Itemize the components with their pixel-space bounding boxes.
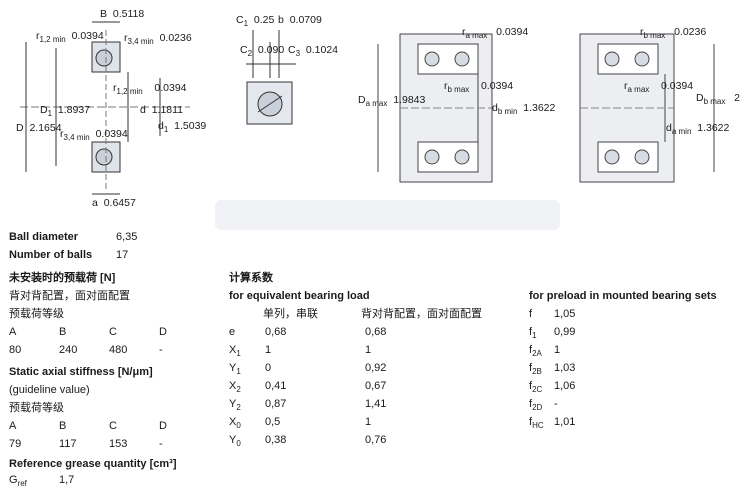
dim-da-min: da min 1.3622	[666, 122, 730, 136]
dim-r34: r3,4 min 0.0236	[124, 32, 192, 46]
calc-col1-header: 单列，串联	[263, 308, 318, 320]
calc-row-value-single: 0,87	[265, 398, 287, 410]
calc-row-value-single: 0,5	[265, 416, 281, 428]
calc-row-symbol: X0	[229, 416, 241, 430]
ball-diameter-value: 6,35	[116, 231, 138, 243]
dim-B: B 0.5118	[100, 8, 145, 20]
dim-rb-max-2: rb max 0.0236	[640, 26, 707, 40]
mounting-figure-b	[579, 33, 715, 183]
preload-sets-row-symbol: f2C	[529, 380, 543, 394]
preload-value-d: -	[159, 344, 163, 356]
dim-C3: C3 0.1024	[288, 44, 339, 58]
preload-header-c: C	[109, 326, 117, 338]
preload-title: 未安装时的预载荷 [N]	[9, 272, 116, 284]
grease-symbol: Gref	[9, 474, 27, 488]
bearing-drawings	[20, 21, 715, 230]
dim-C1: C1 0.25	[236, 14, 275, 28]
chamfer-detail-figure	[246, 30, 296, 125]
calc-row-value-paired: 0,68	[365, 326, 387, 338]
grease-value: 1,7	[59, 474, 75, 486]
dim-r12-inner: r1,2 min 0.0394	[113, 82, 187, 96]
calc-row-value-paired: 1	[365, 344, 372, 356]
ball-number-label: Number of balls	[9, 249, 93, 261]
calc-row-value-paired: 0,92	[365, 362, 387, 374]
calc-row-value-single: 0	[265, 362, 272, 374]
stiffness-header-a: A	[9, 420, 17, 432]
preload-sets-row-symbol: f2D	[529, 398, 543, 412]
dim-C2: C2 0.090	[240, 44, 285, 58]
dim-rb-max: rb max 0.0394	[444, 80, 514, 94]
dim-ra-max-2: ra max 0.0394	[624, 80, 694, 94]
preload-value-b: 240	[59, 344, 78, 356]
preload-sets-row-value: 1,06	[554, 380, 576, 392]
calc-row-symbol: X2	[229, 380, 241, 394]
calc-row-symbol: Y1	[229, 362, 241, 376]
preload-header-b: B	[59, 326, 67, 338]
calc-row-value-single: 1	[265, 344, 272, 356]
preload-header-a: A	[9, 326, 17, 338]
calc-title: 计算系数	[229, 272, 273, 284]
dim-a: a 0.6457	[92, 197, 136, 209]
grease-title: Reference grease quantity [cm³]	[9, 458, 177, 470]
dim-D1: D1 1.8937	[40, 104, 91, 118]
stiffness-value-c: 153	[109, 438, 128, 450]
preload-sets-row-value: 1,03	[554, 362, 576, 374]
calc-row-value-single: 0,68	[265, 326, 287, 338]
calc-row-value-single: 0,41	[265, 380, 287, 392]
mounting-figure-a	[377, 33, 493, 183]
dim-ra-max: ra max 0.0394	[462, 26, 529, 40]
preload-sets-row-symbol: fHC	[529, 416, 544, 430]
dim-r34-inner: r3,4 min 0.0394	[60, 128, 128, 142]
preload-sets-row-symbol: f1	[529, 326, 537, 340]
ball-number-value: 17	[116, 249, 129, 261]
stiffness-value-b: 117	[59, 438, 77, 450]
calc-row-value-paired: 0,76	[365, 434, 387, 446]
calc-row-symbol: e	[229, 326, 236, 338]
preload-header-d: D	[159, 326, 167, 338]
stiffness-value-a: 79	[9, 438, 22, 450]
dim-d1: d1 1.5039	[158, 120, 207, 134]
calc-row-symbol: X1	[229, 344, 241, 358]
calc-row-value-paired: 0,67	[365, 380, 387, 392]
stiffness-header-b: B	[59, 420, 67, 432]
dim-Db-max: Db max 2	[696, 92, 740, 106]
preload-value-a: 80	[9, 344, 22, 356]
stiffness-header-d: D	[159, 420, 167, 432]
calc-row-value-paired: 1	[365, 416, 372, 428]
bearing-section-figure	[20, 21, 190, 195]
preload-sets-row-symbol: f2A	[529, 344, 542, 358]
preload-sets-row-symbol: f2B	[529, 362, 542, 376]
calc-row-symbol: Y2	[229, 398, 241, 412]
calc-equiv-title: for equivalent bearing load	[229, 290, 370, 302]
preload-sets-row-value: 1	[554, 344, 561, 356]
preload-class-label: 预载荷等级	[9, 308, 64, 320]
dim-b: b 0.0709	[278, 14, 322, 26]
dim-d: d 1.1811	[140, 104, 184, 116]
dim-D: D 2.1654	[16, 122, 62, 134]
preload-subtitle: 背对背配置，面对面配置	[9, 290, 130, 302]
calc-row-symbol: Y0	[229, 434, 241, 448]
calc-row-value-single: 0,38	[265, 434, 287, 446]
watermark	[215, 200, 560, 230]
stiffness-value-d: -	[159, 438, 163, 450]
preload-sets-row-value: 1,05	[554, 308, 576, 320]
dim-Da-max: Da max 1.9843	[358, 94, 426, 108]
preload-sets-title: for preload in mounted bearing sets	[529, 290, 717, 302]
stiffness-title: Static axial stiffness [N/μm]	[9, 366, 153, 378]
stiffness-header-c: C	[109, 420, 117, 432]
stiffness-note: (guideline value)	[9, 384, 90, 396]
preload-sets-row-value: 1,01	[554, 416, 576, 428]
dim-r12: r1,2 min 0.0394	[36, 30, 104, 44]
preload-sets-row-value: -	[554, 398, 558, 410]
calc-col2-header: 背对背配置，面对面配置	[361, 308, 482, 320]
preload-sets-row-value: 0,99	[554, 326, 576, 338]
dim-db-min: db min 1.3622	[492, 102, 556, 116]
preload-sets-row-symbol: f	[529, 308, 533, 320]
stiffness-class-label: 预载荷等级	[9, 402, 64, 414]
preload-value-c: 480	[109, 344, 128, 356]
calc-row-value-paired: 1,41	[365, 398, 387, 410]
ball-diameter-label: Ball diameter	[9, 231, 79, 243]
